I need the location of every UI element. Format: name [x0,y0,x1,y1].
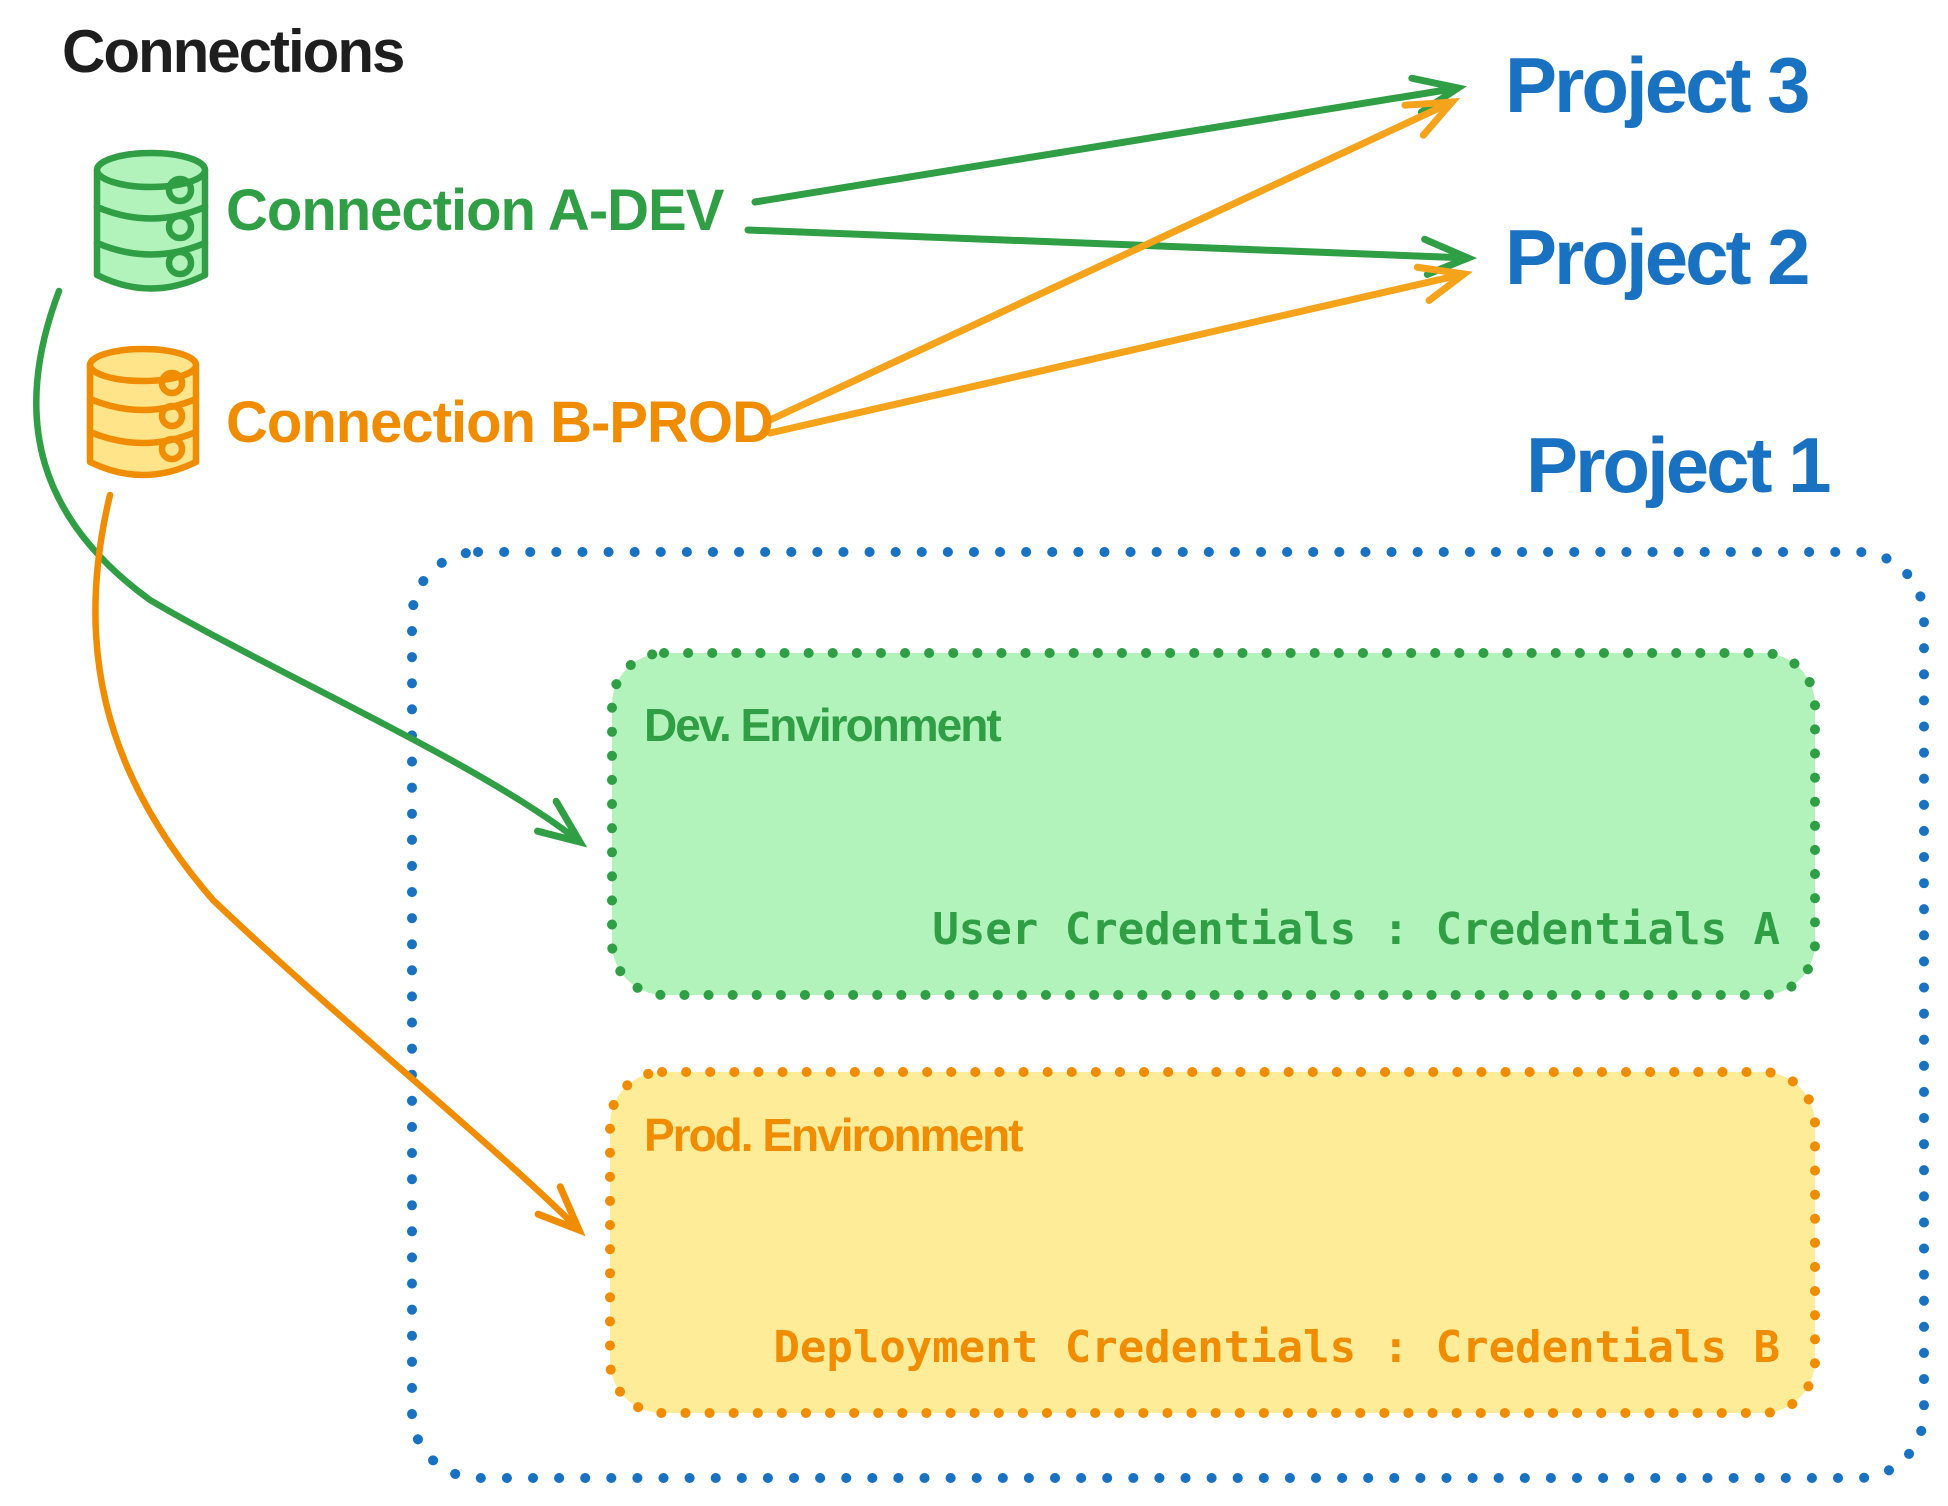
prod-credentials-text: Deployment Credentials : Credentials B [773,1322,1780,1373]
project-3-label: Project 3 [1505,41,1810,129]
diagram-title: Connections [62,18,405,85]
arrow-adev-to-project2 [744,226,1478,278]
dev-environment-box [607,648,1820,1000]
project-1-container-box [407,547,1929,1483]
dev-credentials-text: User Credentials : Credentials A [932,904,1780,955]
connection-b-prod-label: Connection B-PROD [226,390,774,455]
arrow-bprod-to-project2 [766,263,1473,437]
database-icon-dev [93,149,209,292]
database-icon-prod [86,345,200,479]
project-2-label: Project 2 [1505,213,1810,301]
arrow-adev-to-dev-environment [33,287,588,848]
project-1-label: Project 1 [1526,421,1831,509]
arrow-bprod-to-project3 [766,97,1461,424]
arrow-adev-to-project3 [751,74,1467,206]
connection-a-dev-label: Connection A-DEV [226,178,724,243]
dev-environment-title: Dev. Environment [644,699,1002,751]
prod-environment-title: Prod. Environment [644,1109,1023,1161]
prod-environment-box [605,1067,1820,1418]
arrow-bprod-to-prod-environment [92,491,586,1237]
